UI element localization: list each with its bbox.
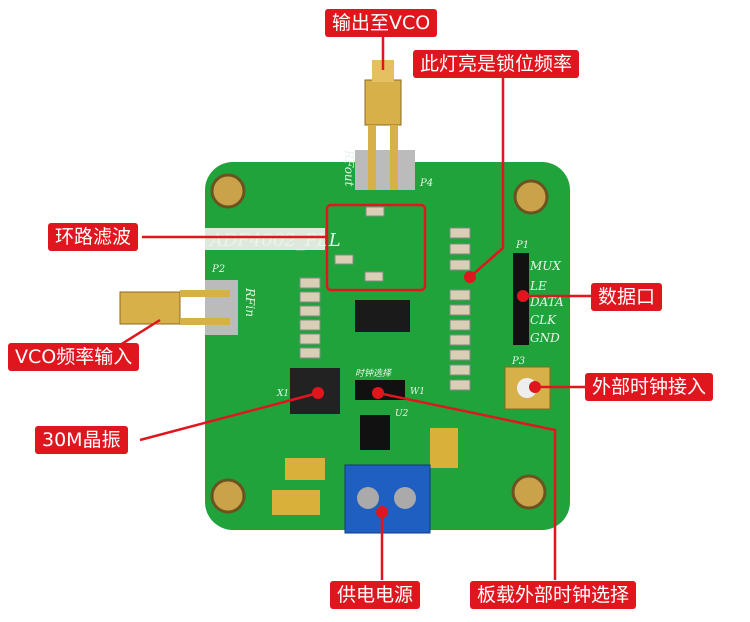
- p4-label: P4: [419, 178, 433, 189]
- label-crystal: 30M晶振: [35, 426, 128, 454]
- clock-select-silk: 时钟选择: [355, 368, 392, 379]
- pin-clk: CLK: [530, 313, 557, 327]
- label-output-vco: 输出至VCO: [325, 9, 438, 37]
- pin-mux: MUX: [529, 259, 561, 273]
- tantalum-cap: [430, 428, 458, 468]
- u2-label: U2: [395, 409, 409, 419]
- w1-label: W1: [410, 387, 425, 397]
- rfout-sma-connector: [355, 60, 415, 190]
- p3-label: P3: [511, 356, 525, 367]
- p2-label: P2: [211, 264, 225, 275]
- adf4002-chip: [355, 300, 410, 332]
- power-terminal: [344, 464, 431, 534]
- tantalum-cap: [272, 490, 320, 515]
- label-power: 供电电源: [330, 581, 421, 609]
- rfin-label: RFin: [243, 287, 257, 317]
- label-data-port: 数据口: [591, 283, 663, 311]
- label-vco-input: VCO频率输入: [8, 343, 140, 371]
- pin-le: LE: [529, 279, 547, 293]
- smd-components: [299, 206, 471, 391]
- annotation-lines: [119, 37, 591, 580]
- pin-data: DATA: [529, 295, 564, 309]
- regulator-u2: [360, 415, 390, 450]
- board-name: ADF4002_PLL: [208, 230, 341, 251]
- label-clock-select: 板载外部时钟选择: [470, 581, 637, 609]
- x1-label: X1: [276, 389, 289, 399]
- pcb-board: [205, 162, 570, 530]
- rfout-label: RFout: [342, 149, 356, 187]
- label-ext-clock-in: 外部时钟接入: [585, 373, 714, 401]
- tantalum-cap: [285, 458, 325, 480]
- p1-label: P1: [515, 240, 529, 251]
- label-lock-led: 此灯亮是锁位频率: [413, 50, 580, 78]
- pin-gnd: GND: [530, 331, 560, 345]
- rfin-sma-connector: [119, 280, 238, 335]
- label-loop-filter: 环路滤波: [48, 223, 139, 251]
- annotation-dots: [312, 271, 541, 518]
- mounting-screws: [210, 173, 549, 514]
